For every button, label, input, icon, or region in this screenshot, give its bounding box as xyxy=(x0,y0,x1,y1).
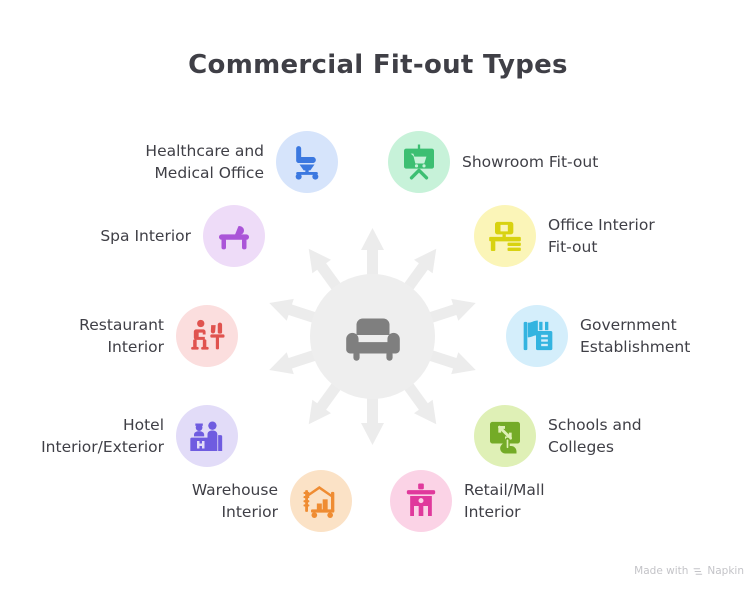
node-label: Government Establishment xyxy=(580,316,691,356)
desk-monitor-icon xyxy=(489,221,521,251)
flag-building-icon-bubble xyxy=(506,305,568,367)
center-hub xyxy=(310,274,435,399)
presentation-cart-icon-bubble xyxy=(388,131,450,193)
node-label: Showroom Fit-out xyxy=(462,153,599,171)
warehouse-forklift-icon-bubble xyxy=(290,470,352,532)
store-building-icon xyxy=(406,483,436,516)
wheelchair-icon-bubble xyxy=(276,131,338,193)
node-label: Restaurant Interior xyxy=(79,316,164,356)
node-label: Office Interior Fit-out xyxy=(548,216,655,256)
sofa-icon xyxy=(345,317,400,361)
napkin-watermark: Made with Napkin xyxy=(634,565,744,577)
node-warehouse-interior[interactable]: Warehouse Interior xyxy=(160,470,352,532)
watermark-prefix: Made with xyxy=(634,565,689,577)
dining-person-icon-bubble xyxy=(176,305,238,367)
node-restaurant-interior[interactable]: Restaurant Interior xyxy=(48,305,238,367)
flag-building-icon xyxy=(523,320,553,351)
node-spa-interior[interactable]: Spa Interior xyxy=(70,205,265,267)
hotel-concierge-icon xyxy=(190,421,223,451)
wheelchair-icon xyxy=(295,146,319,180)
node-label: Healthcare and Medical Office xyxy=(145,142,264,182)
store-building-icon-bubble xyxy=(390,470,452,532)
node-healthcare-and-medical-office[interactable]: Healthcare and Medical Office xyxy=(126,131,338,193)
node-government-establishment[interactable]: Government Establishment xyxy=(506,305,731,367)
desk-monitor-icon-bubble xyxy=(474,205,536,267)
node-label: Schools and Colleges xyxy=(548,416,642,456)
node-label: Hotel Interior/Exterior xyxy=(41,416,164,456)
hotel-concierge-icon-bubble xyxy=(176,405,238,467)
board-hand-icon-bubble xyxy=(474,405,536,467)
board-hand-icon xyxy=(490,421,520,454)
node-showroom-fit-out[interactable]: Showroom Fit-out xyxy=(388,131,608,193)
node-label: Spa Interior xyxy=(100,227,191,245)
dining-person-icon xyxy=(191,319,225,350)
watermark-brand: Napkin xyxy=(707,565,744,577)
massage-table-icon xyxy=(219,226,249,250)
page-title: Commercial Fit-out Types xyxy=(188,50,568,80)
node-schools-and-colleges[interactable]: Schools and Colleges xyxy=(474,405,684,467)
massage-table-icon-bubble xyxy=(203,205,265,267)
warehouse-forklift-icon xyxy=(303,486,335,518)
node-retail-mall-interior[interactable]: Retail/Mall Interior xyxy=(390,470,590,532)
presentation-cart-icon xyxy=(404,144,434,180)
node-label: Warehouse Interior xyxy=(191,481,278,521)
napkin-chevrons-icon xyxy=(693,567,703,575)
node-office-interior-fit-out[interactable]: Office Interior Fit-out xyxy=(474,205,689,267)
node-hotel-interior-exterior[interactable]: Hotel Interior/Exterior xyxy=(28,405,238,467)
node-label: Retail/Mall Interior xyxy=(464,481,545,521)
